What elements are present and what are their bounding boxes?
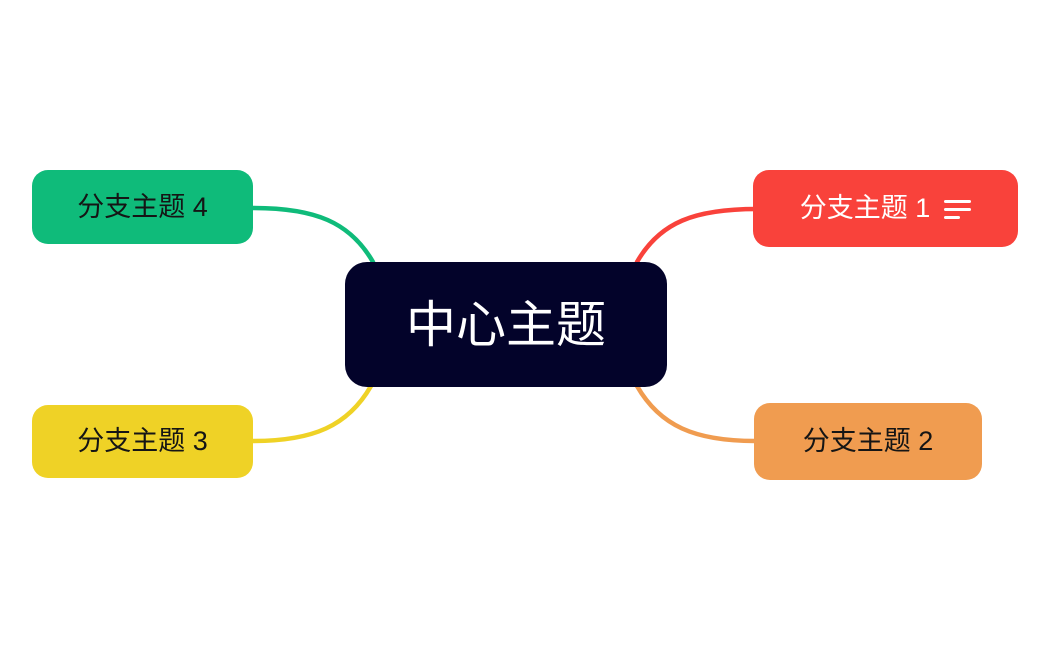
branch-topic-3-label: 分支主题 3 (77, 426, 208, 456)
connector-branch-2 (634, 383, 758, 444)
notes-icon-line (944, 215, 961, 219)
branch-topic-1-node[interactable]: 分支主题 1 (753, 170, 1018, 247)
notes-icon[interactable] (944, 200, 972, 219)
branch-topic-4-label: 分支主题 4 (77, 191, 208, 222)
branch-topic-4-node[interactable]: 分支主题 4 (32, 170, 253, 244)
notes-icon-line (944, 207, 972, 212)
connector-branch-3 (250, 383, 374, 444)
connector-branch-1 (634, 206, 760, 265)
branch-topic-3-node[interactable]: 分支主题 3 (32, 405, 253, 478)
notes-icon-line (944, 200, 972, 204)
central-topic-label: 中心主题 (406, 296, 606, 353)
branch-topic-2-label: 分支主题 2 (802, 426, 934, 456)
connector-branch-4 (250, 205, 376, 265)
central-topic-node[interactable]: 中心主题 (345, 262, 667, 387)
branch-topic-2-node[interactable]: 分支主题 2 (754, 403, 982, 480)
branch-topic-1-label: 分支主题 1 (799, 193, 931, 223)
